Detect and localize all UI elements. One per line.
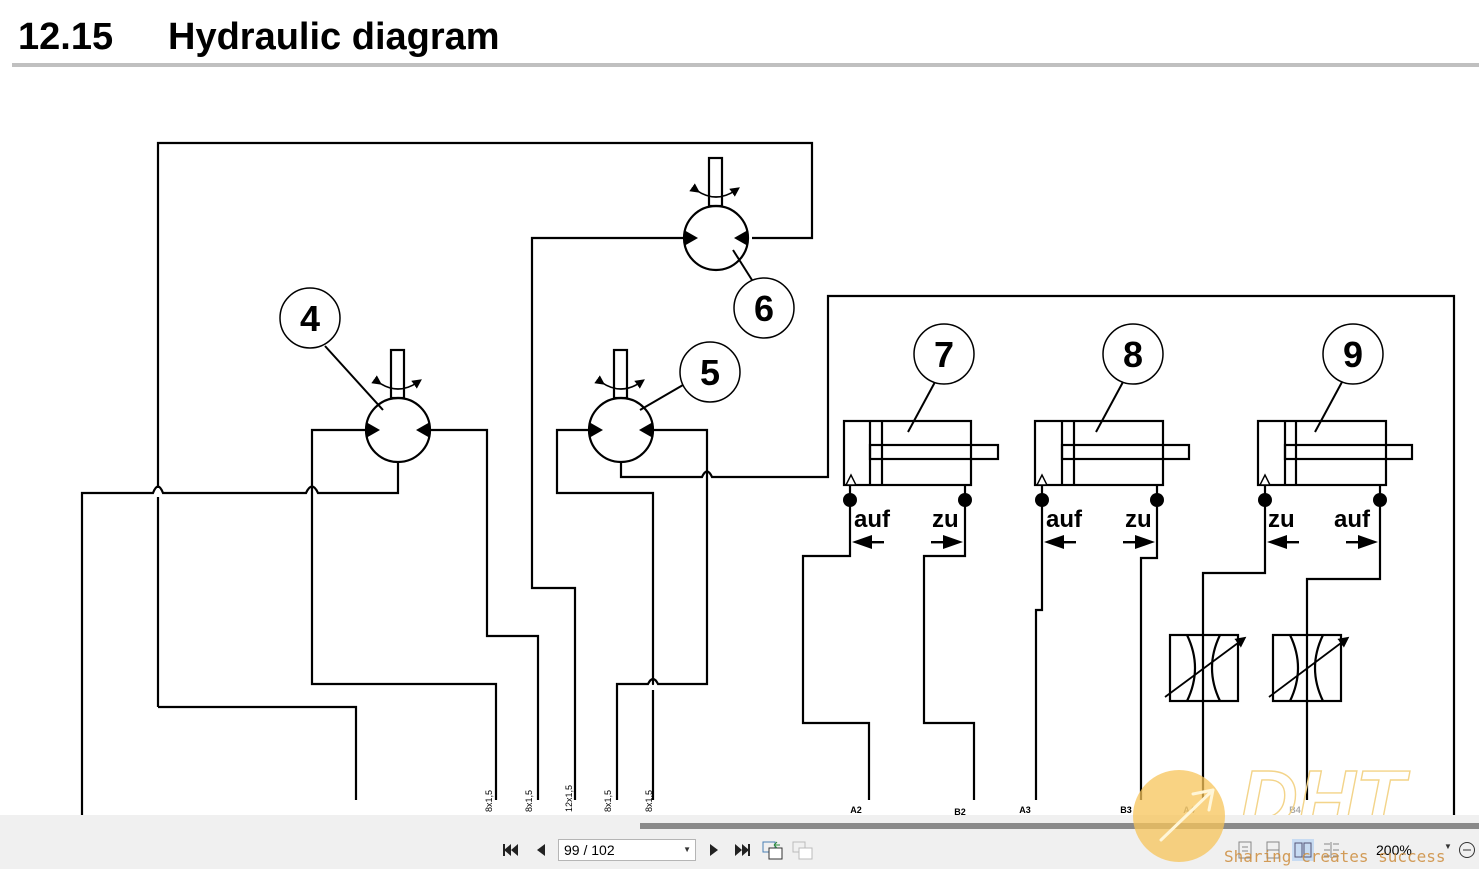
next-view-button[interactable] bbox=[792, 839, 814, 861]
next-page-icon bbox=[710, 844, 718, 856]
port-code: A2 bbox=[850, 805, 862, 815]
hydraulic-line bbox=[619, 294, 1456, 815]
prev-page-icon bbox=[537, 844, 545, 856]
hydraulic-line bbox=[156, 141, 814, 707]
port-label: auf bbox=[1334, 506, 1371, 533]
watermark-logo: DHT bbox=[1240, 754, 1411, 815]
continuous-page-icon bbox=[1266, 841, 1280, 859]
last-page-icon bbox=[735, 844, 750, 856]
port-code: B2 bbox=[954, 807, 966, 815]
go-forward-view-icon bbox=[792, 841, 813, 860]
zoom-out-button[interactable] bbox=[1456, 839, 1478, 861]
zoom-level[interactable]: 200% bbox=[1376, 842, 1412, 858]
port-code: B4 bbox=[1289, 805, 1301, 815]
single-page-icon bbox=[1238, 841, 1252, 859]
port-label: zu bbox=[1125, 506, 1152, 533]
pipe-label: 8x1,5 bbox=[484, 790, 494, 812]
hydraulic-diagram: 4 5 6 7 8 9 bbox=[80, 141, 1456, 815]
hydraulic-line bbox=[555, 428, 655, 800]
callout-8: 8 bbox=[1123, 334, 1143, 375]
callout-4: 4 bbox=[300, 298, 320, 339]
cylinder-8 bbox=[1033, 419, 1191, 800]
section-number: 12.15 bbox=[18, 16, 114, 58]
hydraulic-line bbox=[310, 428, 498, 800]
callout-5: 5 bbox=[700, 352, 720, 393]
pdf-toolbar: 99 / 102▼ 200% ▼ Sharing creates success bbox=[0, 815, 1479, 869]
section-title: Hydraulic diagram bbox=[168, 16, 500, 58]
hydraulic-line bbox=[158, 705, 358, 800]
hydraulic-line bbox=[530, 236, 684, 800]
hydraulic-line bbox=[80, 463, 400, 815]
continuous-facing-view-button[interactable] bbox=[1320, 839, 1342, 861]
port-label: auf bbox=[1046, 506, 1083, 533]
continuous-view-button[interactable] bbox=[1262, 839, 1284, 861]
hydraulic-line bbox=[430, 428, 540, 800]
next-page-button[interactable] bbox=[703, 839, 725, 861]
facing-view-button[interactable] bbox=[1292, 839, 1314, 861]
last-page-button[interactable] bbox=[731, 839, 753, 861]
go-back-view-icon bbox=[762, 841, 783, 860]
pipe-label: 8x1,5 bbox=[603, 790, 613, 812]
pipe-label: 12x1,5 bbox=[564, 785, 574, 812]
pipe-label: 8x1,5 bbox=[524, 790, 534, 812]
callout-7: 7 bbox=[934, 334, 954, 375]
previous-view-button[interactable] bbox=[762, 839, 784, 861]
port-code: A3 bbox=[1019, 805, 1031, 815]
continuous-facing-icon bbox=[1324, 842, 1339, 858]
throttle-valve bbox=[1268, 633, 1350, 703]
callout-9: 9 bbox=[1343, 334, 1363, 375]
header-rule bbox=[12, 63, 1479, 67]
first-page-icon bbox=[503, 844, 518, 856]
watermark-badge bbox=[1133, 770, 1225, 862]
cylinder-9 bbox=[1201, 419, 1414, 800]
cylinder-7 bbox=[801, 419, 1000, 800]
port-label: zu bbox=[932, 506, 959, 533]
single-page-view-button[interactable] bbox=[1234, 839, 1256, 861]
prev-page-button[interactable] bbox=[530, 839, 552, 861]
throttle-valve bbox=[1164, 633, 1247, 703]
page-number-field[interactable]: 99 / 102 ▼ bbox=[558, 839, 696, 861]
port-label: zu bbox=[1268, 506, 1295, 533]
hydraulic-line bbox=[615, 428, 709, 800]
port-code: B3 bbox=[1120, 805, 1132, 815]
first-page-button[interactable] bbox=[500, 839, 522, 861]
page-indicator: 99 / 102 bbox=[564, 842, 615, 858]
chevron-down-icon[interactable]: ▼ bbox=[1444, 842, 1452, 851]
pipe-label: 8x1,5 bbox=[644, 790, 654, 812]
facing-pages-icon bbox=[1294, 842, 1312, 858]
zoom-out-icon bbox=[1459, 842, 1475, 858]
port-label: auf bbox=[854, 506, 891, 533]
chevron-down-icon: ▼ bbox=[683, 845, 691, 854]
callout-6: 6 bbox=[754, 288, 774, 329]
arrow-icon bbox=[1159, 788, 1215, 842]
horizontal-scrollbar[interactable] bbox=[640, 823, 1479, 829]
